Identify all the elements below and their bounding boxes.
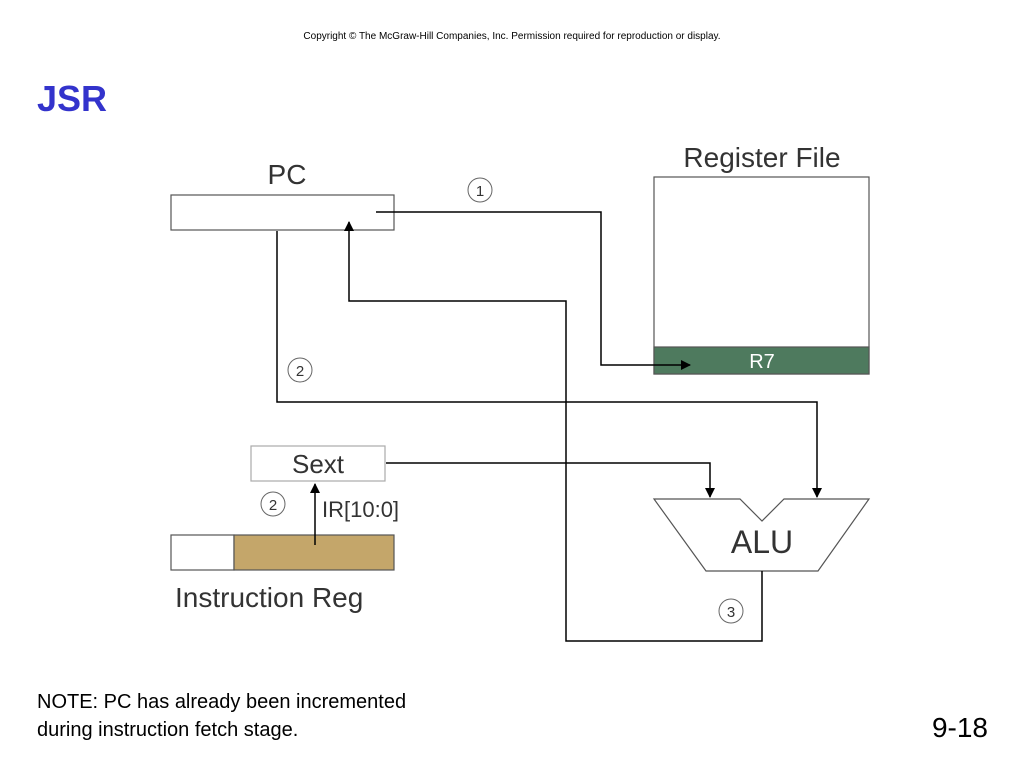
register-file-label: Register File xyxy=(683,142,840,173)
pc-register xyxy=(170,194,395,231)
ir-field-label: IR[10:0] xyxy=(322,497,399,522)
instruction-register-upper xyxy=(170,534,235,571)
note-line-2: during instruction fetch stage. xyxy=(37,719,299,741)
svg-text:1: 1 xyxy=(476,183,484,200)
wire-alu-to-pc xyxy=(344,221,763,642)
step-2-ir-marker: 2 xyxy=(260,491,286,517)
step-2-pc-marker: 2 xyxy=(287,357,313,383)
instruction-register-ir-field xyxy=(233,534,395,571)
wire-pc-to-alu xyxy=(276,231,822,498)
step-1-marker: 1 xyxy=(467,177,493,203)
pc-label: PC xyxy=(268,159,307,190)
copyright-notice: Copyright © The McGraw-Hill Companies, I… xyxy=(303,31,721,42)
alu xyxy=(652,498,871,572)
register-file xyxy=(653,176,870,375)
alu-label: ALU xyxy=(731,524,793,560)
sext-label: Sext xyxy=(292,449,345,479)
step-3-marker: 3 xyxy=(718,598,744,624)
slide-title: JSR xyxy=(37,78,108,119)
svg-text:3: 3 xyxy=(727,604,735,621)
note-line-1: NOTE: PC has already been incremented xyxy=(37,691,407,713)
wire-pc-to-r7 xyxy=(376,211,691,370)
wire-sext-to-alu xyxy=(386,462,715,498)
r7-label: R7 xyxy=(749,351,775,373)
svg-text:2: 2 xyxy=(296,363,304,380)
note-text: NOTE: PC has already been incremented du… xyxy=(37,688,497,744)
instruction-reg-label: Instruction Reg xyxy=(175,582,363,613)
sext-unit xyxy=(250,445,386,482)
slide-number: 9-18 xyxy=(931,712,988,743)
svg-text:2: 2 xyxy=(269,497,277,514)
